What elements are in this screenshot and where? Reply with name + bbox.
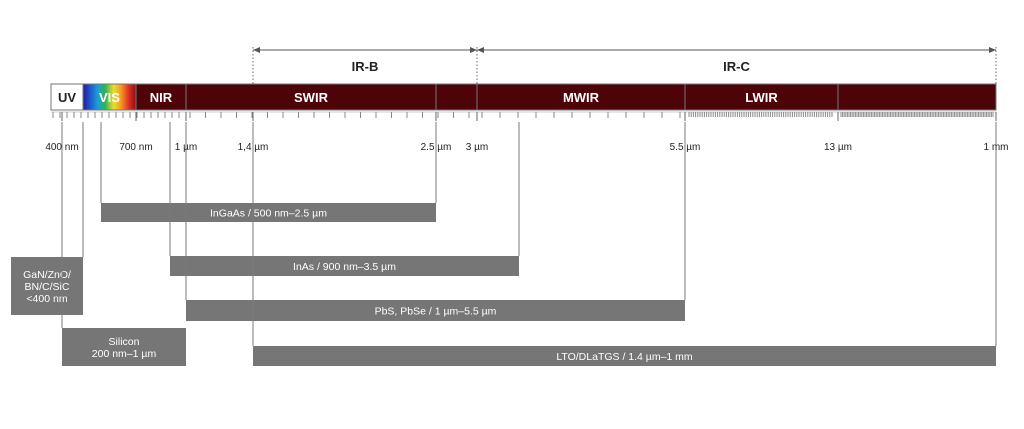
wavelength-label-1-mm: 1 mm	[984, 142, 1009, 153]
material-ingaas-bar	[101, 203, 436, 222]
material-pbs-label: PbS, PbSe / 1 µm–5.5 µm	[375, 306, 497, 318]
spectrum-band: UV VIS NIR SWIR MWIR LWIR	[50, 83, 997, 111]
material-inas-bar	[170, 256, 519, 276]
band-segment-7-segment	[837, 83, 997, 111]
wavelength-label-3-m: 3 µm	[466, 142, 488, 153]
material-ingaas-label: InGaAs / 500 nm–2.5 µm	[210, 208, 327, 220]
wavelength-label-400-nm: 400 nm	[45, 142, 78, 153]
wavelength-label-13-m: 13 µm	[824, 142, 852, 153]
material-silicon-bar	[62, 328, 186, 366]
wavelength-label-5-5-m: 5.5 µm	[670, 142, 701, 153]
band-lwir-segment	[684, 83, 839, 111]
wavelength-labels: 400 nm 700 nm 1 µm 1,4 µm 2.5 µm 3 µm 5.5 µm 13…	[45, 142, 1008, 153]
material-gan-label-line: BN/C/SiC	[25, 281, 70, 293]
material-pbs-bar	[186, 300, 685, 321]
material-silicon-label-line: Silicon	[109, 336, 140, 348]
group-ir-c-arrow-right	[989, 47, 996, 53]
band-swir-label: SWIR	[294, 90, 329, 105]
material-bars: InGaAs / 500 nm–2.5 µm InAs / 900 nm–3.5 …	[11, 203, 996, 366]
range-groups: IR-B IR-C	[252, 47, 997, 84]
band-segment-4-segment	[435, 83, 478, 111]
material-gan-label-line: GaN/ZnO/	[23, 269, 71, 281]
band-uv-segment	[50, 83, 84, 111]
material-lto-bar	[253, 346, 996, 366]
group-ir-c-arrow-left	[477, 47, 484, 53]
group-ir-b-arrow-right	[470, 47, 477, 53]
material-gan-label: GaN/ZnO/BN/C/SiC<400 nm	[23, 269, 71, 305]
material-lto-label: LTO/DLaTGS / 1.4 µm–1 mm	[556, 351, 693, 363]
material-gan-label-line: <400 nm	[26, 293, 67, 305]
group-ir-b-arrow-left	[253, 47, 260, 53]
band-swir-segment	[185, 83, 437, 111]
band-vis-label: VIS	[99, 90, 120, 105]
band-vis-segment	[82, 83, 137, 111]
wavelength-label-2-5-m: 2.5 µm	[421, 142, 452, 153]
group-ir-c-label: IR-C	[723, 59, 750, 74]
wavelength-label-1-4-m: 1,4 µm	[238, 142, 269, 153]
material-silicon-label-line: 200 nm–1 µm	[92, 348, 157, 360]
material-gan-bar	[11, 257, 83, 315]
band-nir-label: NIR	[150, 90, 173, 105]
wavelength-label-1-m: 1 µm	[175, 142, 197, 153]
wavelength-ticks	[51, 111, 997, 121]
connector-lines	[61, 122, 997, 346]
band-mwir-label: MWIR	[563, 90, 600, 105]
wavelength-label-700-nm: 700 nm	[119, 142, 152, 153]
band-mwir-segment	[476, 83, 686, 111]
band-lwir-label: LWIR	[745, 90, 778, 105]
band-uv-label: UV	[58, 90, 76, 105]
material-inas-label: InAs / 900 nm–3.5 µm	[293, 261, 396, 273]
group-ir-b-label: IR-B	[352, 59, 379, 74]
